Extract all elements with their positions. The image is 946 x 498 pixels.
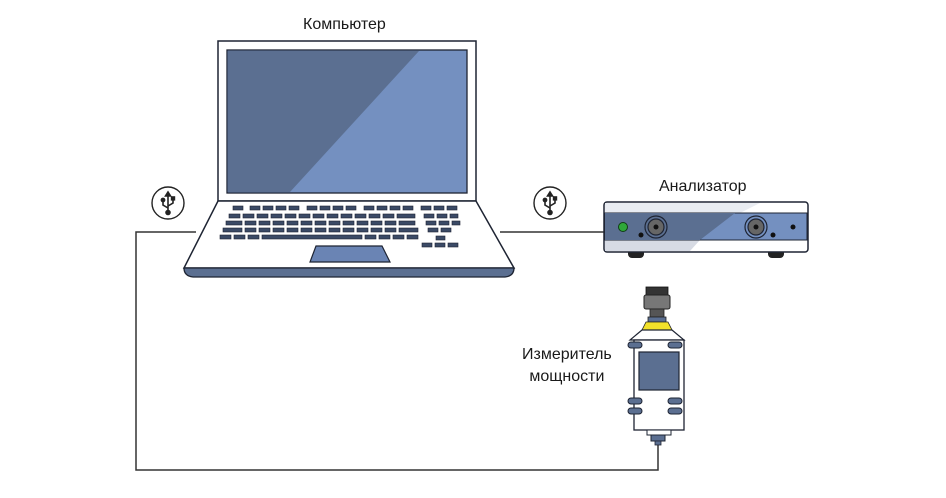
usb-icon xyxy=(151,186,185,220)
vector-analyzer-icon xyxy=(603,201,809,258)
computer-label: Компьютер xyxy=(303,16,386,33)
power-meter-label: Измеритель мощности xyxy=(522,344,612,388)
port-connector xyxy=(644,215,668,239)
usb-icon xyxy=(533,186,567,220)
usb-cable-to-power-meter xyxy=(135,231,659,471)
power-sensor-icon xyxy=(627,286,686,446)
port-connector xyxy=(744,215,768,239)
power-meter-label-line1: Измеритель xyxy=(522,346,612,363)
laptop-icon xyxy=(182,40,516,278)
power-meter-label-line2: мощности xyxy=(529,368,605,385)
analyzer-label: Анализатор xyxy=(659,178,747,195)
